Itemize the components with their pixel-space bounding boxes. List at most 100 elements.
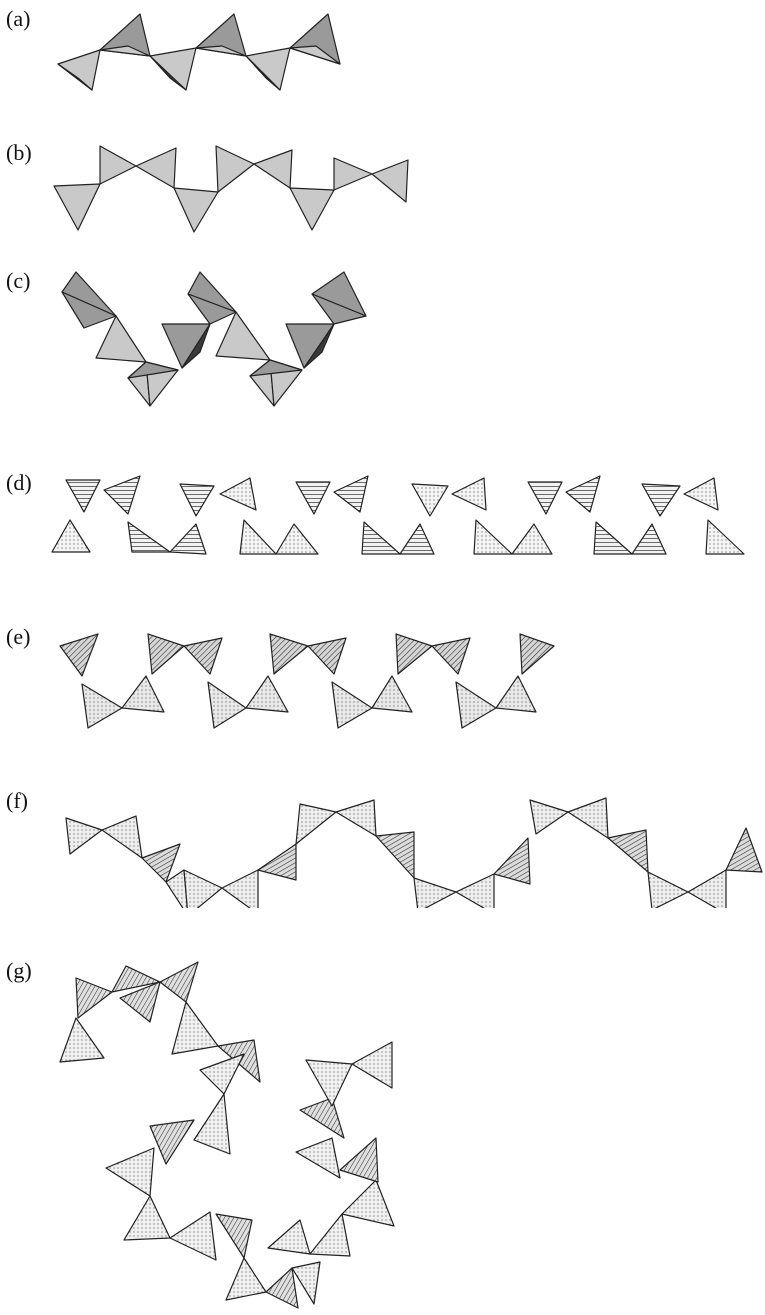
tetrahedron	[199, 1053, 245, 1095]
tetrahedron	[289, 187, 335, 231]
tetrahedron	[65, 817, 103, 855]
tetrahedron	[567, 797, 609, 839]
tetrahedron	[307, 637, 347, 675]
tetrahedron	[183, 637, 223, 675]
panel-d: (d)	[0, 470, 765, 570]
tetrahedron	[641, 483, 681, 517]
tetrahedron	[527, 481, 563, 515]
tetrahedron	[249, 359, 303, 377]
tetrahedron	[339, 1137, 379, 1183]
tetrahedron	[123, 1195, 171, 1241]
tetrahedron	[311, 293, 367, 325]
tetrahedron	[193, 1093, 231, 1155]
tetrahedron	[225, 1257, 267, 1301]
tetrahedron	[303, 323, 335, 369]
tetrahedra-chain-c	[61, 271, 367, 407]
tetrahedron	[705, 519, 745, 555]
tetrahedron	[57, 49, 101, 91]
tetrahedron	[647, 871, 689, 908]
tetrahedron	[451, 477, 487, 511]
tetrahedron	[295, 803, 337, 845]
tetrahedron	[239, 519, 277, 555]
tetrahedron	[309, 1213, 351, 1257]
tetrahedron	[99, 45, 151, 57]
tetrahedron	[111, 965, 161, 993]
tetrahedron	[195, 45, 247, 57]
panel-c: (c)	[0, 268, 765, 413]
tetrahedron	[171, 1001, 219, 1055]
tetrahedron	[127, 361, 179, 379]
tetrahedron	[141, 843, 181, 883]
tetrahedron	[149, 47, 197, 91]
tetrahedron	[245, 55, 281, 91]
tetrahedra-chain-g	[59, 961, 395, 1309]
tetrahedron	[215, 1213, 253, 1259]
tetrahedron	[371, 159, 409, 203]
panel-label-d: (d)	[6, 470, 32, 495]
panel-label-c: (c)	[6, 268, 31, 293]
tetrahedron	[95, 315, 147, 363]
tetrahedron	[493, 837, 531, 885]
tetrahedron	[215, 145, 255, 193]
tetrahedron	[183, 869, 223, 908]
tetrahedron	[725, 827, 763, 873]
tetrahedron	[149, 55, 187, 91]
tetrahedron	[245, 47, 291, 91]
tetrahedron	[529, 799, 569, 835]
tetrahedron	[59, 633, 99, 677]
tetrahedron	[267, 1219, 311, 1255]
tetrahedra-chain-e	[59, 633, 555, 729]
tetrahedron	[159, 961, 199, 1003]
tetrahedron	[265, 1267, 299, 1309]
tetrahedron	[187, 293, 237, 325]
tetrahedron	[291, 1261, 321, 1305]
tetrahedron	[299, 1097, 345, 1139]
tetrahedron	[565, 475, 601, 513]
panel-a: (a)	[0, 6, 765, 96]
panel-e: (e)	[0, 624, 765, 744]
panel-g: (g)	[0, 958, 765, 1313]
tetrahedron	[295, 1137, 341, 1179]
panel-label-g: (g)	[6, 958, 32, 983]
tetrahedron	[179, 483, 215, 517]
tetrahedron	[221, 869, 259, 908]
tetrahedron	[631, 523, 667, 555]
tetrahedron	[519, 633, 555, 675]
panel-label-a: (a)	[6, 6, 31, 31]
tetrahedron	[81, 683, 123, 729]
tetrahedron	[173, 187, 219, 233]
tetrahedron	[375, 831, 415, 879]
tetrahedron	[99, 145, 137, 185]
tetrahedron	[181, 323, 211, 369]
tetrahedron	[495, 675, 537, 713]
tetrahedron	[473, 519, 513, 555]
tetrahedron	[105, 1147, 155, 1197]
tetrahedron	[331, 681, 373, 729]
tetrahedra-chain-b	[53, 145, 409, 233]
panel-label-b: (b)	[6, 140, 32, 165]
tetrahedron	[59, 1017, 105, 1063]
tetrahedron	[119, 981, 161, 1023]
tetrahedron	[413, 877, 457, 908]
tetrahedron	[511, 523, 553, 555]
tetrahedron	[607, 829, 649, 873]
tetrahedron	[399, 523, 435, 555]
tetrahedra-chain-a	[57, 13, 341, 91]
panel-label-e: (e)	[6, 624, 31, 649]
tetrahedron	[333, 157, 373, 191]
tetrahedron	[53, 183, 101, 231]
tetrahedron	[147, 633, 185, 675]
tetrahedron	[121, 675, 165, 713]
tetrahedron	[455, 681, 497, 729]
tetrahedron	[687, 869, 727, 908]
panel-b: (b)	[0, 140, 765, 240]
tetrahedron	[253, 149, 293, 189]
tetrahedron	[395, 633, 433, 675]
tetrahedron	[593, 521, 633, 555]
tetrahedron	[289, 45, 341, 65]
tetrahedron	[361, 521, 401, 555]
tetrahedron	[275, 523, 319, 555]
tetrahedra-chain-d	[51, 475, 745, 555]
tetrahedra-chain-f	[65, 797, 763, 908]
tetrahedron	[371, 675, 413, 713]
